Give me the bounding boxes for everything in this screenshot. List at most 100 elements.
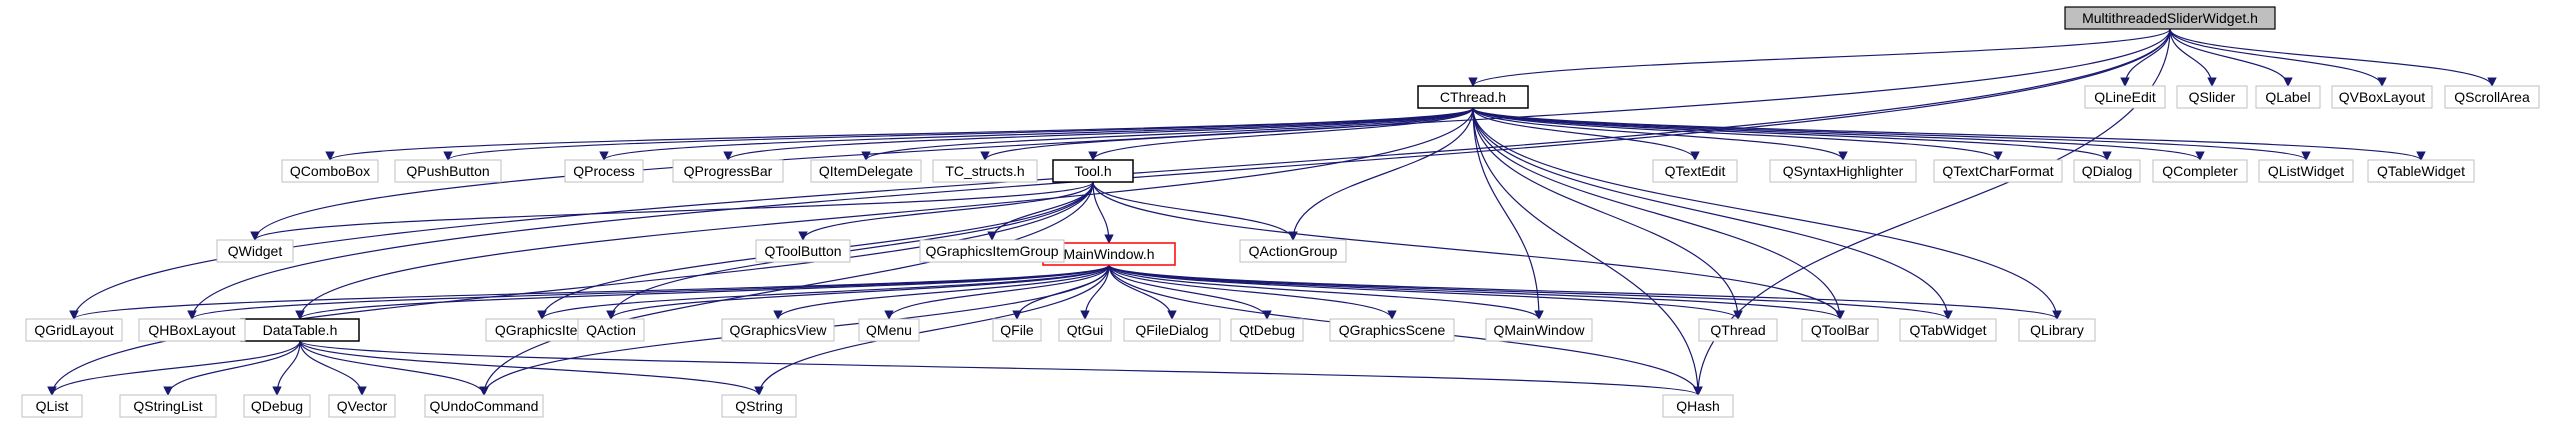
- edge-mainwindow-to-qgraphicsscene: [1108, 264, 1397, 320]
- node-root[interactable]: MultithreadedSliderWidget.h: [2064, 6, 2276, 30]
- node-qtablewidget-label: QTableWidget: [2377, 163, 2465, 179]
- node-qlineedit: QLineEdit: [2084, 85, 2166, 109]
- edge-datatable-to-qstringlist: [163, 340, 301, 396]
- edge-mainwindow-to-qtdebug: [1108, 264, 1272, 320]
- node-qslider: QSlider: [2176, 85, 2248, 109]
- node-qtextedit-label: QTextEdit: [1665, 163, 1726, 179]
- node-qfiledialog-label: QFileDialog: [1135, 322, 1208, 338]
- node-qprogressbar-label: QProgressBar: [684, 163, 773, 179]
- node-qcompleter-box: [2152, 159, 2248, 183]
- edge-cthread-to-tc_structs: [980, 107, 1474, 161]
- node-qgraphicsitemgroup: QGraphicsItemGroup: [919, 239, 1065, 263]
- node-qtextcharformat-label: QTextCharFormat: [1942, 163, 2053, 179]
- node-qtablewidget-box: [2367, 159, 2475, 183]
- node-qstring: QString: [721, 394, 797, 418]
- edge-datatable-to-qdebug: [272, 340, 301, 396]
- node-qstringlist-box: [119, 394, 217, 418]
- node-qtdebug-box: [1230, 318, 1304, 342]
- edge-cthread-to-qprocess: [599, 107, 1474, 161]
- node-qdialog-label: QDialog: [2082, 163, 2133, 179]
- nodes-layer: MultithreadedSliderWidget.hCThread.hTool…: [21, 6, 2540, 418]
- node-cthread[interactable]: CThread.h: [1417, 85, 1529, 109]
- node-qvboxlayout: QVBoxLayout: [2331, 85, 2433, 109]
- edge-mainwindow-to-qgraphicsview: [773, 264, 1110, 320]
- edge-root-to-qslider: [2169, 28, 2217, 87]
- edge-cthread-to-qdialog: [1472, 107, 2112, 161]
- node-qfiledialog-box: [1123, 318, 1221, 342]
- node-qlistwidget: QListWidget: [2258, 159, 2354, 183]
- node-qgraphicsview-label: QGraphicsView: [729, 322, 827, 338]
- edge-mainwindow-to-qlibrary: [1108, 264, 2062, 320]
- edge-cthread-to-tool: [1088, 107, 1474, 161]
- node-qtabwidget: QTabWidget: [1899, 318, 1997, 342]
- node-qscrollarea-label: QScrollArea: [2454, 89, 2530, 105]
- node-cthread-box: [1417, 85, 1529, 109]
- node-qtgui: QtGui: [1058, 318, 1112, 342]
- edges-layer: [47, 28, 2497, 396]
- node-qtoolbutton-box: [755, 239, 851, 263]
- node-qgraphicsscene: QGraphicsScene: [1329, 318, 1455, 342]
- node-qtdebug-label: QtDebug: [1239, 322, 1295, 338]
- node-qitemdelegate: QItemDelegate: [810, 159, 922, 183]
- node-qlibrary: QLibrary: [2018, 318, 2096, 342]
- node-qstring-label: QString: [735, 398, 782, 414]
- node-qundocommand-box: [424, 394, 544, 418]
- node-qpushbutton-label: QPushButton: [406, 163, 489, 179]
- edge-tool-to-qtoolbutton: [798, 181, 1094, 241]
- node-datatable[interactable]: DataTable.h: [240, 318, 360, 342]
- node-qtoolbar: QToolBar: [1801, 318, 1879, 342]
- node-qcompleter-label: QCompleter: [2162, 163, 2238, 179]
- node-qmainwindow-box: [1485, 318, 1593, 342]
- edge-tool-to-qgraphicsitemgroup: [987, 181, 1094, 241]
- node-qfile-label: QFile: [1000, 322, 1034, 338]
- edge-datatable-to-qlist: [47, 340, 301, 396]
- node-qscrollarea: QScrollArea: [2444, 85, 2540, 109]
- edge-cthread-to-qsyntaxhighlighter: [1472, 107, 1848, 161]
- edge-cthread-to-qtextcharformat: [1472, 107, 2003, 161]
- node-qaction: QAction: [577, 318, 645, 342]
- edge-mainwindow-to-qhboxlayout: [187, 264, 1110, 320]
- edge-root-to-qvboxlayout: [2169, 28, 2387, 87]
- node-qgraphicsscene-box: [1329, 318, 1455, 342]
- edge-cthread-to-qmainwindow: [1472, 107, 1544, 320]
- edge-cthread-to-qlistwidget: [1472, 107, 2311, 161]
- node-qundocommand-label: QUndoCommand: [430, 398, 539, 414]
- edge-mainwindow-to-qfiledialog: [1108, 264, 1177, 320]
- edge-cthread-to-qcompleter: [1472, 107, 2205, 161]
- node-qhboxlayout-label: QHBoxLayout: [148, 322, 235, 338]
- node-qvector-label: QVector: [337, 398, 388, 414]
- edge-mainwindow-to-qgridlayout: [69, 264, 1110, 320]
- edge-mainwindow-to-datatable: [295, 264, 1110, 320]
- node-tc_structs-label: TC_structs.h: [945, 163, 1024, 179]
- node-qmenu-box: [858, 318, 920, 342]
- node-qprocess-box: [564, 159, 644, 183]
- node-qitemdelegate-label: QItemDelegate: [819, 163, 913, 179]
- node-tool[interactable]: Tool.h: [1052, 159, 1134, 183]
- node-qsyntaxhighlighter-label: QSyntaxHighlighter: [1783, 163, 1904, 179]
- node-tool-label: Tool.h: [1074, 163, 1111, 179]
- node-root-box: [2064, 6, 2276, 30]
- node-cthread-label: CThread.h: [1440, 89, 1506, 105]
- node-qcombobox: QComboBox: [281, 159, 379, 183]
- node-qthread: QThread: [1698, 318, 1778, 342]
- edge-cthread-to-qthread: [1472, 107, 1743, 320]
- node-qslider-box: [2176, 85, 2248, 109]
- node-qlistwidget-box: [2258, 159, 2354, 183]
- edge-cthread-to-qprogressbar: [723, 107, 1474, 161]
- edge-tool-to-qactiongroup: [1092, 181, 1298, 241]
- node-qtgui-box: [1058, 318, 1112, 342]
- node-qtoolbutton-label: QToolButton: [764, 243, 841, 259]
- node-mainwindow[interactable]: MainWindow.h: [1042, 242, 1176, 266]
- node-qcombobox-label: QComboBox: [290, 163, 370, 179]
- node-qlistwidget-label: QListWidget: [2268, 163, 2344, 179]
- node-qhash-box: [1662, 394, 1734, 418]
- node-qtdebug: QtDebug: [1230, 318, 1304, 342]
- edge-cthread-to-qtoolbar: [1472, 107, 1845, 320]
- node-qlabel: QLabel: [2255, 85, 2321, 109]
- node-qlibrary-label: QLibrary: [2030, 322, 2084, 338]
- node-qgraphicsview: QGraphicsView: [721, 318, 835, 342]
- node-datatable-label: DataTable.h: [263, 322, 338, 338]
- node-qstringlist: QStringList: [119, 394, 217, 418]
- node-qgraphicsitem: QGraphicsItem: [485, 318, 599, 342]
- edge-cthread-to-qactiongroup: [1288, 107, 1474, 241]
